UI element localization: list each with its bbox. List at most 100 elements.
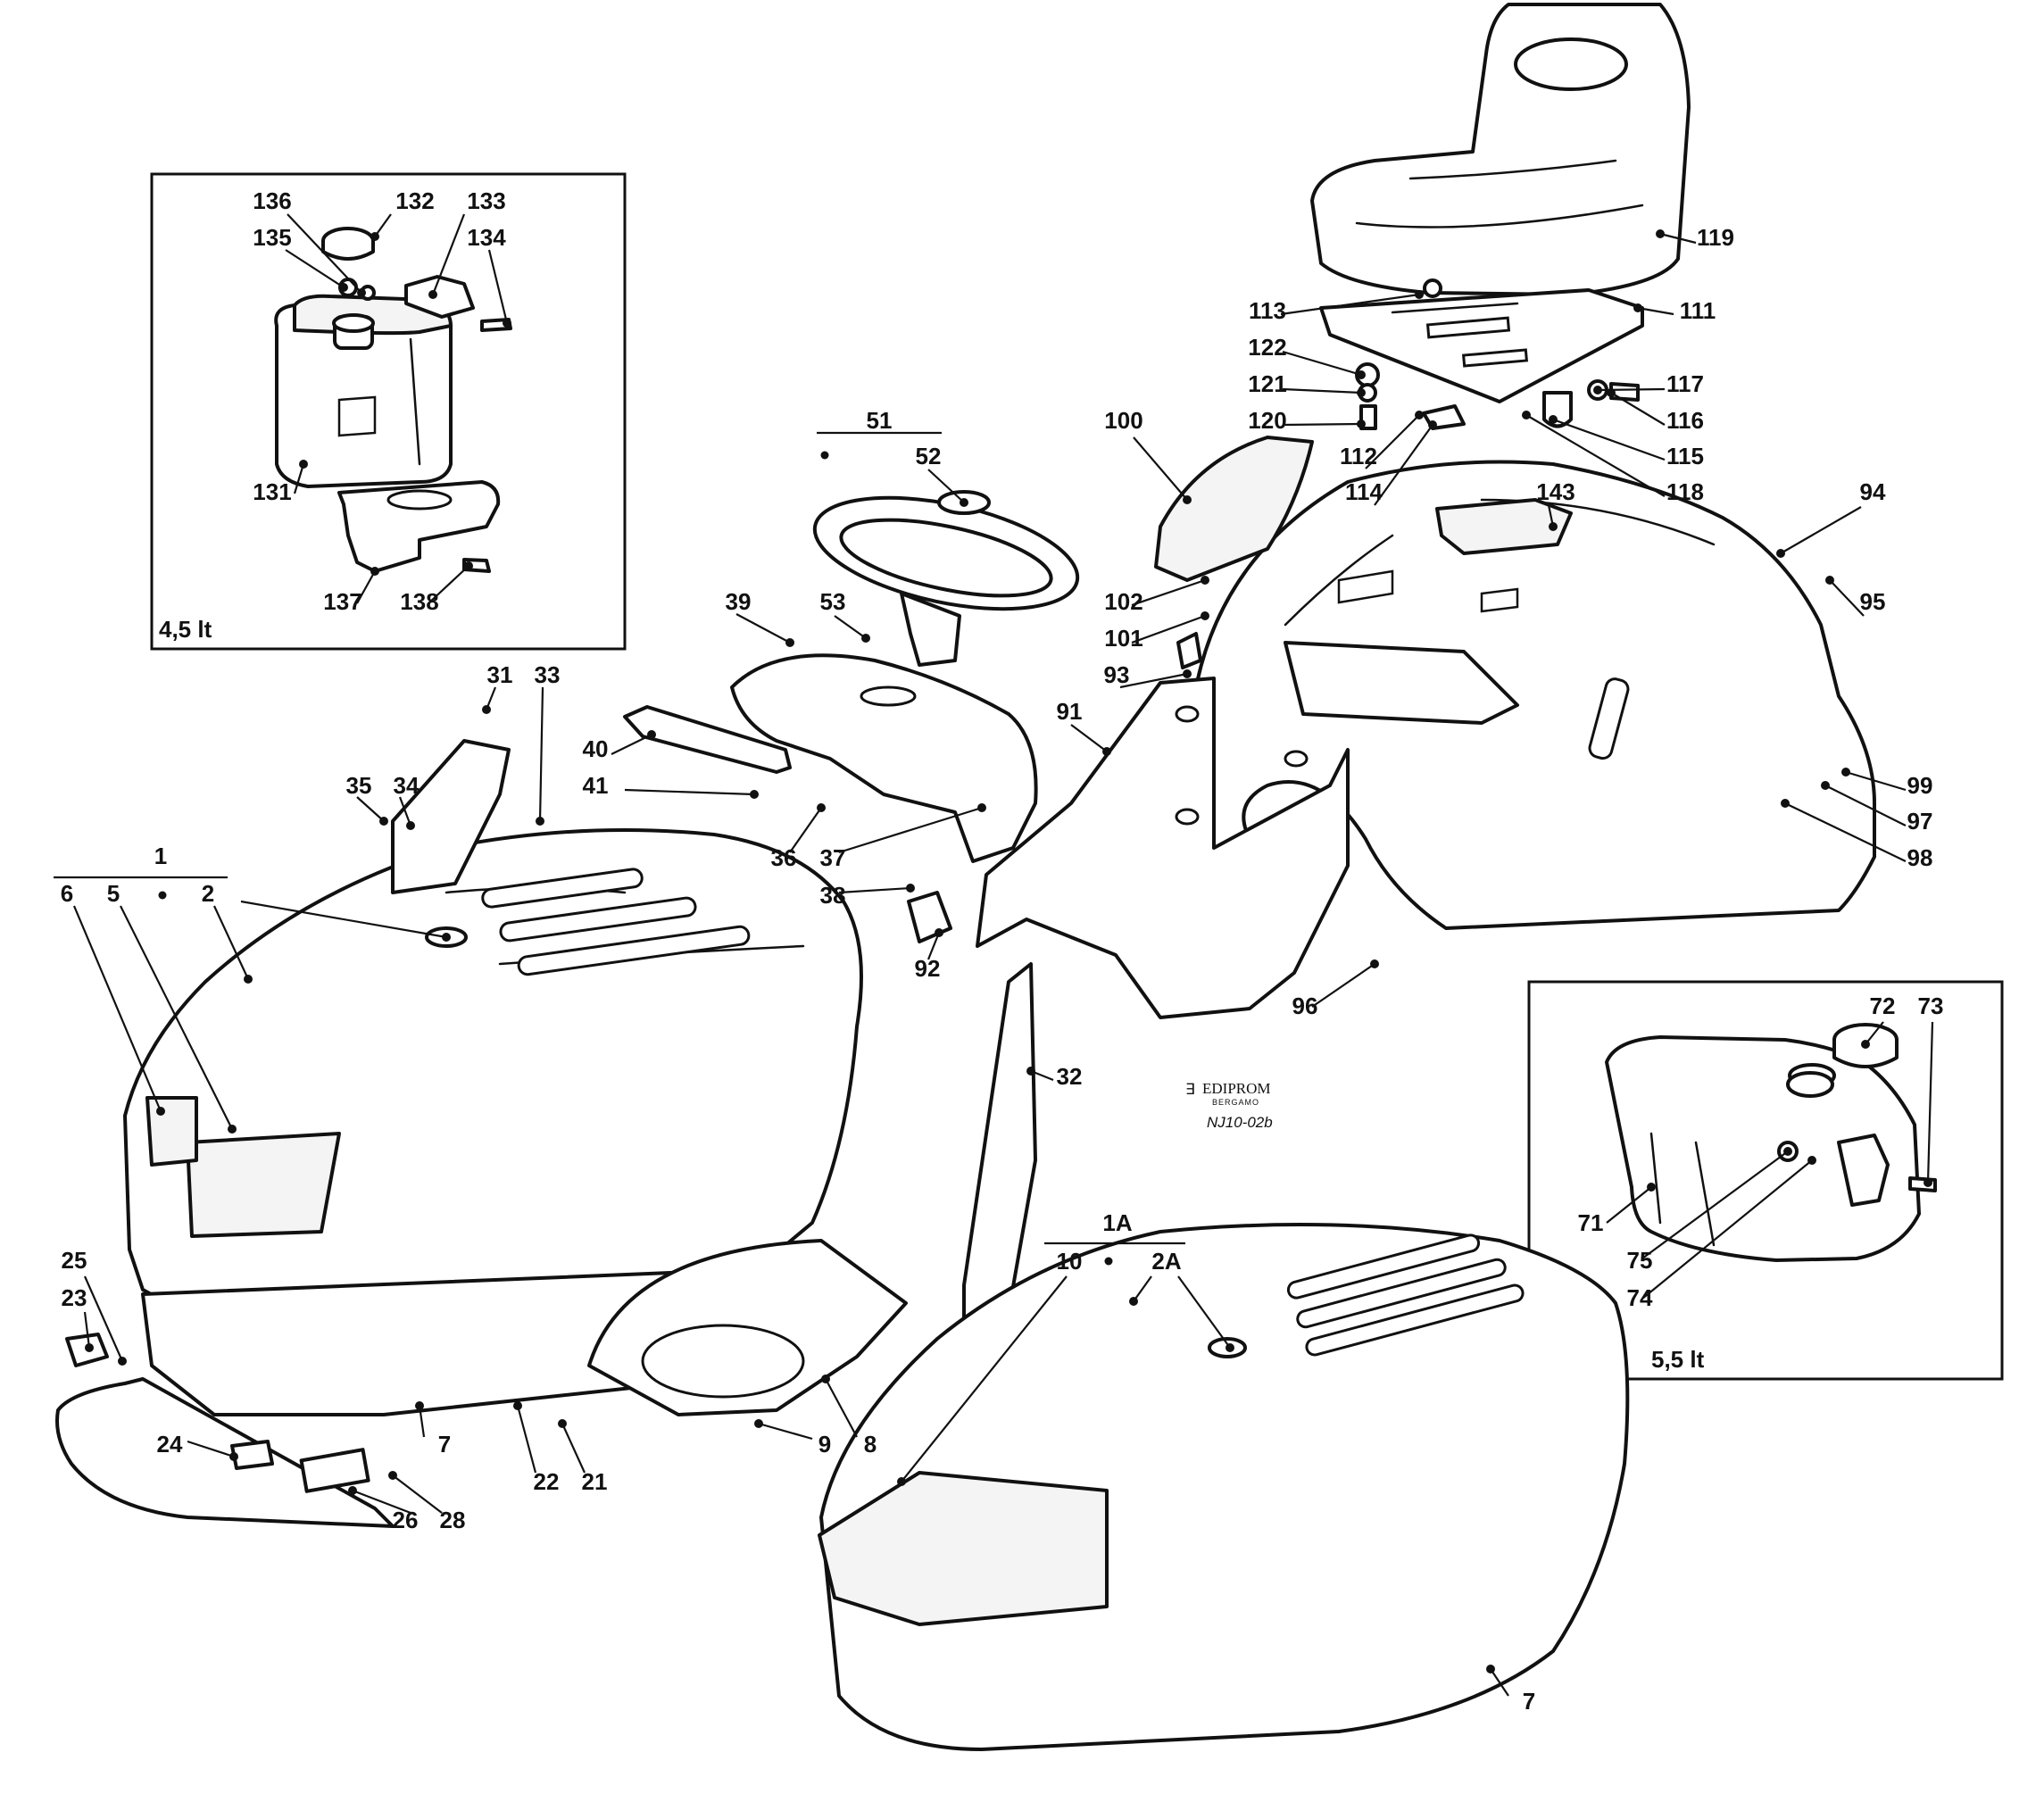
leader-line: [352, 1489, 411, 1515]
leader-dot: [339, 283, 348, 292]
leader-line: [187, 1440, 235, 1458]
leader-line: [1610, 392, 1666, 426]
leader-dot: [370, 567, 379, 576]
callout-53: 53: [820, 588, 846, 615]
leader-line: [735, 613, 791, 644]
leader-line: [901, 1275, 1068, 1483]
leader-line: [1659, 232, 1697, 245]
leader-dot: [388, 1471, 397, 1480]
leader-line: [1641, 1159, 1813, 1300]
leader-line: [838, 806, 983, 854]
leader-line: [1845, 770, 1907, 792]
leader-line: [1865, 1021, 1884, 1045]
inset-frame-left: [150, 172, 627, 651]
callout-75: 75: [1627, 1247, 1653, 1274]
tank-support-137: [337, 480, 501, 573]
leader-line: [838, 886, 911, 894]
leader-line: [287, 213, 362, 294]
leader-line: [240, 900, 447, 939]
leader-line: [1780, 506, 1862, 554]
leader-dot: [1825, 576, 1834, 585]
leader-dot: [406, 821, 415, 830]
leader-dot: [1357, 419, 1366, 428]
callout-31: 31: [487, 661, 513, 688]
leader-dot: [228, 1125, 237, 1134]
callout-23: 23: [62, 1284, 87, 1311]
bracket-74: [1837, 1134, 1890, 1207]
leader-dot: [861, 634, 870, 643]
callout-5: 5: [107, 880, 120, 907]
dashboard-36: [730, 653, 1038, 863]
leader-dot: [897, 1477, 906, 1486]
callout-10: 10: [1057, 1248, 1083, 1275]
callout-101: 101: [1104, 625, 1142, 652]
callout-112: 112: [1340, 443, 1377, 469]
leader-dot: [750, 790, 759, 799]
leader-dot: [415, 1401, 424, 1410]
callout-36: 36: [771, 844, 797, 871]
leader-dot: [299, 460, 308, 469]
floor-tray-8: [587, 1239, 908, 1416]
hood-1A: [818, 1223, 1630, 1751]
callout-92: 92: [915, 955, 941, 982]
leader-line: [356, 796, 385, 822]
callout-133: 133: [467, 187, 505, 214]
bracket-40: [623, 705, 792, 774]
leader-dot: [118, 1357, 127, 1366]
leader-dot: [785, 638, 794, 647]
callout-119: 119: [1697, 224, 1734, 251]
callout-94: 94: [1860, 478, 1886, 505]
leader-dot: [464, 561, 473, 570]
leader-dot: [817, 803, 826, 812]
logo-mark: ∃: [1185, 1081, 1195, 1098]
leader-line: [285, 249, 345, 288]
callout-120: 120: [1248, 407, 1286, 434]
callout-116: 116: [1666, 407, 1704, 434]
leader-dot: [428, 290, 437, 299]
leader-dot: [1647, 1183, 1656, 1192]
leader-dot: [1656, 229, 1665, 238]
callout-72: 72: [1870, 993, 1896, 1019]
leader-line: [83, 1311, 91, 1349]
callout-118: 118: [1666, 478, 1704, 505]
callout-102: 102: [1104, 588, 1142, 615]
leader-dot: [1370, 959, 1379, 968]
leader-dot: [513, 1401, 522, 1410]
leader-dot: [1549, 415, 1558, 424]
callout-7b: 7: [1523, 1688, 1535, 1715]
callout-117: 117: [1666, 370, 1704, 397]
callout-24: 24: [157, 1431, 183, 1458]
callout-22: 22: [534, 1468, 560, 1495]
leader-line: [1282, 422, 1362, 427]
leader-dot: [906, 884, 915, 893]
leader-dot: [1593, 386, 1602, 395]
callout-39: 39: [726, 588, 752, 615]
bracket-24: [230, 1440, 274, 1470]
callout-38: 38: [820, 882, 846, 909]
callout-132: 132: [395, 187, 434, 214]
leader-line: [624, 788, 755, 796]
filler-neck-71: [1786, 1071, 1834, 1098]
callout-28: 28: [440, 1507, 466, 1533]
leader-line: [428, 565, 469, 604]
callout-1A: 1A: [1102, 1209, 1132, 1236]
leader-dot: [85, 1343, 94, 1352]
leader-dot: [1924, 1178, 1932, 1187]
leader-line: [1119, 672, 1188, 689]
callout-98: 98: [1907, 844, 1933, 871]
callout-97: 97: [1907, 808, 1933, 835]
callout-37: 37: [820, 844, 846, 871]
callout-71: 71: [1578, 1209, 1604, 1236]
group-bar-1: [54, 876, 228, 900]
leader-dot: [1486, 1665, 1495, 1674]
leader-line: [1177, 1275, 1231, 1349]
leader-dot: [1026, 1067, 1035, 1076]
leader-line: [1784, 802, 1907, 862]
leader-dot: [977, 803, 986, 812]
callout-2: 2: [202, 880, 214, 907]
leader-dot: [1183, 495, 1192, 504]
leader-line: [1365, 414, 1420, 469]
leader-line: [825, 1378, 858, 1438]
callout-100: 100: [1104, 407, 1142, 434]
